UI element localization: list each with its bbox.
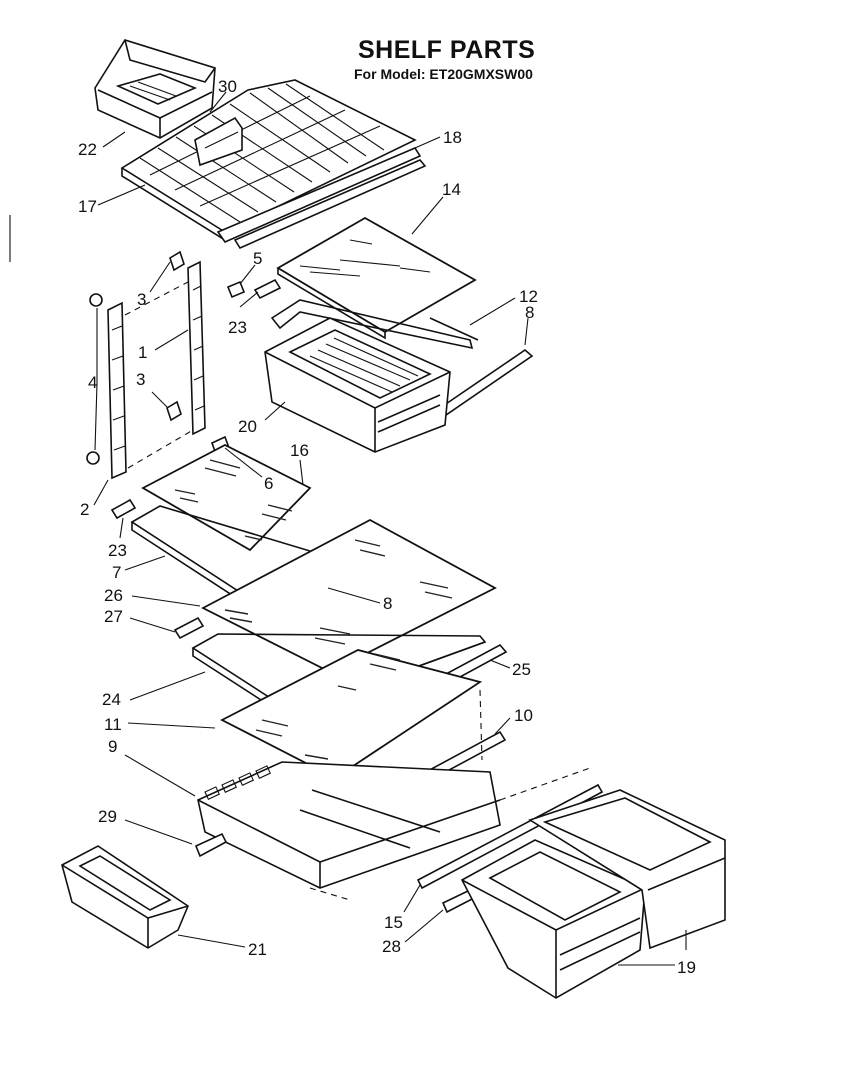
callout-23-upper: 23	[228, 318, 247, 337]
callout-3-lower: 3	[136, 370, 145, 389]
callout-10: 10	[514, 706, 533, 725]
part-19-crisper-drawers	[460, 789, 726, 999]
callout-25: 25	[512, 660, 531, 679]
part-11-glass-shelf	[220, 649, 483, 780]
callout-8-lower: 8	[383, 594, 392, 613]
callout-21: 21	[248, 940, 267, 959]
callout-22: 22	[78, 140, 97, 159]
callout-labels: 22 30 18 17 14 5 3 23 12 8 1 4 3 20 16 6…	[78, 77, 696, 977]
part-2-vertical-rail	[107, 301, 127, 480]
callout-6: 6	[264, 474, 273, 493]
callout-5: 5	[253, 249, 262, 268]
callout-27: 27	[104, 607, 123, 626]
part-22-snack-pan	[94, 39, 216, 139]
callout-23-lower: 23	[108, 541, 127, 560]
callout-24: 24	[102, 690, 121, 709]
part-30-bracket	[194, 116, 243, 167]
callout-9: 9	[108, 737, 117, 756]
part-23-upper-end-cap	[253, 278, 282, 300]
callout-30: 30	[218, 77, 237, 96]
part-29-bracket	[194, 832, 228, 858]
part-18-shelf-rail	[216, 146, 427, 250]
part-1-ladder-rail	[187, 260, 206, 436]
callout-19: 19	[677, 958, 696, 977]
callout-11: 11	[104, 715, 122, 734]
part-14-glass-shelf	[276, 216, 477, 340]
page-title: SHELF PARTS	[358, 36, 536, 64]
callout-16: 16	[290, 441, 309, 460]
part-3-clips	[166, 250, 185, 422]
callout-29: 29	[98, 807, 117, 826]
callout-17: 17	[78, 197, 97, 216]
part-8-upper-rod	[438, 348, 534, 417]
callout-4: 4	[88, 373, 97, 392]
callout-20: 20	[238, 417, 257, 436]
part-5-screw	[226, 280, 246, 299]
part-16-glass-shelf	[141, 443, 312, 552]
callout-3-upper: 3	[137, 290, 146, 309]
callout-26: 26	[104, 586, 123, 605]
callout-14: 14	[442, 180, 461, 199]
callout-8-upper: 8	[525, 303, 534, 322]
part-27-end-cap	[173, 616, 205, 640]
part-21-dairy-bin	[61, 845, 189, 949]
callout-leader-lines	[93, 91, 687, 966]
callout-18: 18	[443, 128, 462, 147]
callout-12: 12	[519, 287, 538, 306]
part-9-crisper-frame	[197, 761, 501, 889]
part-23-lower-end-cap	[110, 498, 137, 520]
callout-7: 7	[112, 563, 121, 582]
part-20-deli-pan	[264, 317, 451, 453]
assembly-guide-lines	[124, 281, 591, 901]
model-subtitle: For Model: ET20GMXSW00	[354, 66, 533, 82]
callout-28: 28	[382, 937, 401, 956]
callout-2: 2	[80, 500, 89, 519]
callout-15: 15	[384, 913, 403, 932]
part-4-caps	[86, 293, 103, 465]
part-12-shelf-frame	[270, 299, 479, 350]
callout-1: 1	[138, 343, 147, 362]
